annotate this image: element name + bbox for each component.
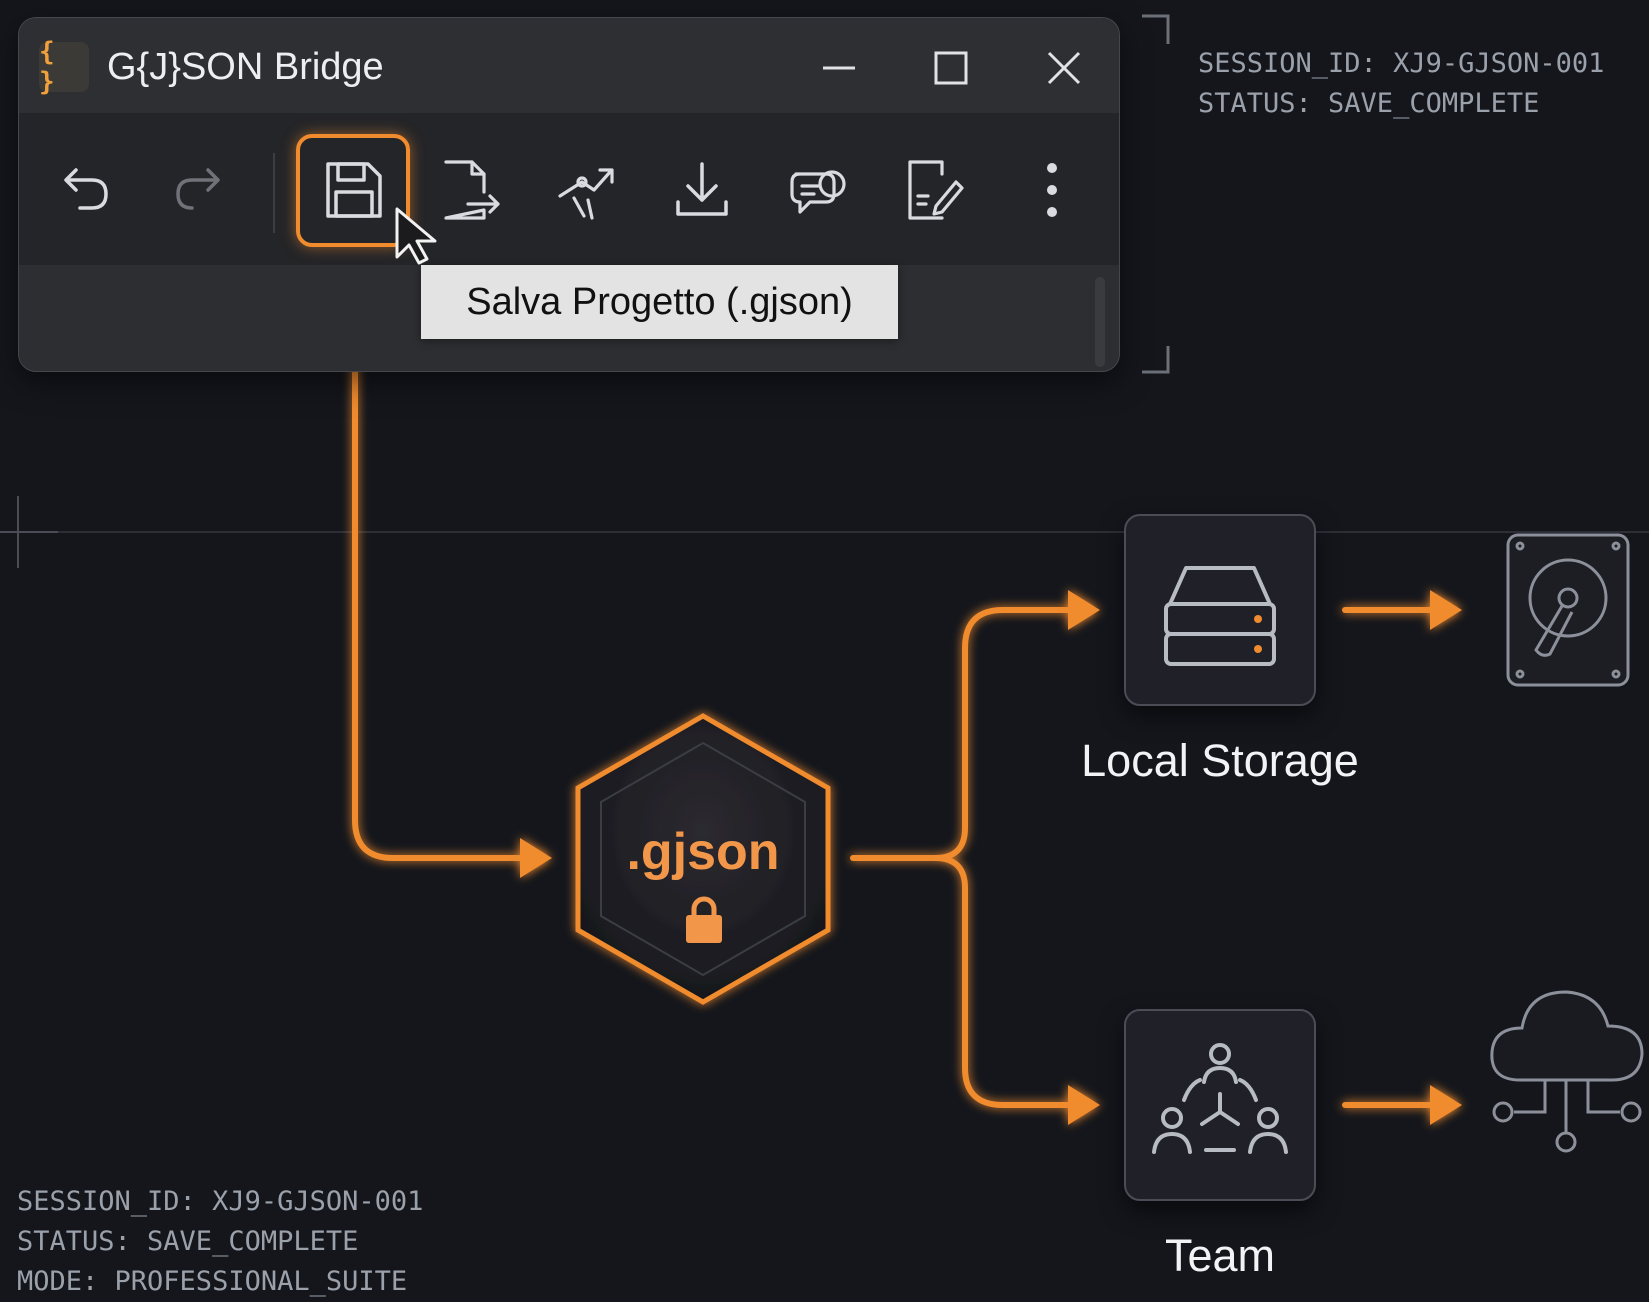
app-icon: { }	[39, 37, 89, 97]
edit-document-button[interactable]	[901, 157, 967, 223]
gjson-label: .gjson	[626, 823, 780, 881]
local-storage-node[interactable]	[1124, 514, 1316, 706]
download-button[interactable]	[669, 157, 735, 223]
save-to-gjson-connector	[352, 235, 543, 861]
save-icon	[326, 162, 382, 218]
app-window: { } G{J}SON Bridge	[18, 17, 1120, 372]
server-icon	[1164, 566, 1276, 666]
mouse-cursor-icon	[395, 207, 437, 265]
undo-button[interactable]	[51, 157, 117, 223]
minimize-button[interactable]	[813, 42, 865, 94]
gjson-hexagon	[575, 713, 831, 1005]
download-icon	[676, 162, 728, 216]
bracket-bottom	[1142, 346, 1170, 374]
toolbar-separator	[273, 153, 275, 233]
share-icon	[558, 168, 614, 220]
export-file-button[interactable]	[437, 157, 503, 223]
lock-icon	[686, 896, 722, 943]
more-vertical-icon	[1047, 163, 1057, 217]
local-storage-label: Local Storage	[1081, 735, 1359, 786]
team-node[interactable]	[1124, 1009, 1316, 1201]
edit-document-icon	[908, 160, 964, 220]
branch-to-local	[932, 607, 1088, 861]
team-label: Team	[1164, 1230, 1276, 1281]
save-highlight	[296, 134, 410, 247]
maximize-button[interactable]	[925, 42, 977, 94]
arrowheads	[520, 590, 1462, 1125]
gjson-hexagon-inner	[600, 741, 806, 977]
bracket-top	[1142, 14, 1170, 44]
close-button[interactable]	[1038, 42, 1090, 94]
session-status-bottom: SESSION_ID: XJ9-GJSON-001 STATUS: SAVE_C…	[17, 1186, 424, 1297]
save-button[interactable]	[321, 157, 387, 223]
chat-icon	[790, 170, 846, 214]
scrollbar[interactable]	[1095, 277, 1105, 367]
session-status-top: SESSION_ID: XJ9-GJSON-001 STATUS: SAVE_C…	[1198, 48, 1605, 119]
export-file-icon	[444, 160, 500, 220]
cloud-network-icon	[1490, 990, 1644, 1153]
save-tooltip: Salva Progetto (.gjson)	[421, 265, 898, 339]
branch-to-team	[932, 855, 1088, 1108]
undo-icon	[64, 168, 108, 210]
share-button[interactable]	[553, 157, 619, 223]
chat-button[interactable]	[785, 157, 851, 223]
toolbar	[19, 113, 1119, 265]
minimize-icon	[823, 66, 855, 70]
redo-button[interactable]	[167, 157, 233, 223]
window-title: G{J}SON Bridge	[107, 46, 384, 88]
redo-icon	[176, 168, 220, 210]
close-icon	[1047, 51, 1081, 85]
hard-drive-icon	[1506, 533, 1630, 687]
maximize-icon	[934, 51, 968, 85]
more-options-button[interactable]	[1019, 157, 1085, 223]
team-icon	[1152, 1043, 1288, 1154]
title-bar: { } G{J}SON Bridge	[19, 18, 1119, 113]
